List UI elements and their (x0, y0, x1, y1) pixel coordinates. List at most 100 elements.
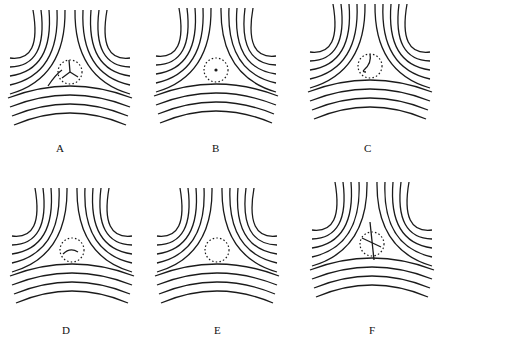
ridge-line (392, 182, 432, 248)
ridge-line (10, 95, 130, 107)
ridge-line (12, 188, 44, 245)
ridge-line (156, 8, 188, 65)
ridge-line (157, 188, 212, 272)
ridge-line (14, 282, 130, 294)
fingerprint-delta (308, 4, 432, 119)
ridge-line (385, 182, 432, 257)
ridge-line (98, 10, 130, 67)
ridge-line (12, 188, 52, 254)
ridge-line (10, 10, 42, 67)
ridge-line (312, 182, 344, 239)
minutia-feature (362, 238, 381, 247)
ridge-line (310, 4, 365, 88)
ridge-line (237, 188, 277, 254)
ridge-line (12, 188, 37, 236)
ridge-line (230, 188, 277, 263)
ridge-line (77, 188, 132, 272)
ridge-line (312, 182, 359, 257)
ridge-line (85, 188, 132, 263)
ridge-line (12, 273, 132, 285)
ridge-line (100, 188, 132, 245)
ridge-line (12, 188, 67, 272)
ridge-line (156, 8, 203, 83)
fingerprint-delta (154, 8, 278, 123)
ridge-line (251, 8, 276, 56)
dotted-circle (58, 60, 82, 84)
ridge-line (400, 182, 432, 239)
ridge-line (398, 4, 430, 61)
ridge-line (107, 188, 132, 236)
ridge-line (12, 188, 59, 263)
ridge-line (156, 8, 196, 74)
ridge-line (10, 264, 134, 276)
ridge-line (83, 10, 130, 85)
dotted-circle (204, 58, 228, 82)
minutia-feature (363, 70, 366, 72)
fingerprint-delta (8, 10, 132, 125)
ridge-line (310, 4, 335, 52)
fingerprint-delta (10, 188, 134, 303)
ridge-line (312, 267, 432, 279)
panel-letter: B (212, 143, 219, 154)
dotted-circle (205, 238, 229, 262)
ridge-line (405, 4, 430, 52)
ridge-line (221, 8, 276, 92)
ridge-line (155, 264, 279, 276)
minutia-feature (63, 250, 78, 254)
ridge-line (157, 188, 189, 245)
ridge-line (377, 182, 432, 266)
ridge-line (10, 10, 65, 94)
ridge-line (161, 291, 273, 303)
ridge-line (310, 4, 342, 61)
minutia-feature (70, 72, 78, 77)
fingerprint-delta (155, 188, 279, 303)
ridge-line (316, 285, 428, 297)
ridge-line (90, 10, 130, 76)
ridge-line (245, 188, 277, 245)
ridge-dot (214, 68, 217, 71)
ridge-line (92, 188, 132, 254)
dotted-circle (358, 54, 382, 78)
ridge-line (390, 4, 430, 70)
ridge-line (312, 182, 337, 230)
ridge-line (314, 107, 426, 119)
ridge-line (10, 10, 50, 76)
minutia-feature (370, 222, 374, 260)
ridge-line (222, 188, 277, 272)
panel-letter: E (214, 325, 221, 336)
ridge-line (312, 182, 367, 266)
ridge-line (75, 10, 130, 94)
fingerprint-delta (310, 182, 434, 297)
ridge-line (156, 8, 181, 56)
panel-letter: D (62, 325, 70, 336)
ridge-line (157, 273, 277, 285)
ridge-line (407, 182, 432, 230)
ridge-line (229, 8, 276, 83)
ridge-line (252, 188, 277, 236)
ridge-line (312, 98, 428, 110)
ridge-line (10, 10, 57, 85)
panel-letter: C (364, 143, 371, 154)
ridge-line (8, 86, 132, 98)
dotted-circle (60, 238, 84, 262)
ridge-line (158, 102, 274, 114)
ridge-line (312, 182, 352, 248)
dotted-circle (360, 232, 384, 256)
ridge-line (14, 113, 126, 125)
ridge-line (105, 10, 130, 58)
ridge-line (383, 4, 430, 79)
ridge-line (159, 282, 275, 294)
ridge-line (157, 188, 182, 236)
ridge-line (156, 8, 211, 92)
ridge-line (310, 4, 350, 70)
ridge-line (16, 291, 128, 303)
ridge-line (12, 104, 128, 116)
ridge-line (308, 80, 432, 92)
ridge-line (10, 10, 35, 58)
ridge-line (310, 4, 357, 79)
ridge-line (236, 8, 276, 74)
ridge-line (157, 188, 197, 254)
panel-letter: A (56, 143, 64, 154)
